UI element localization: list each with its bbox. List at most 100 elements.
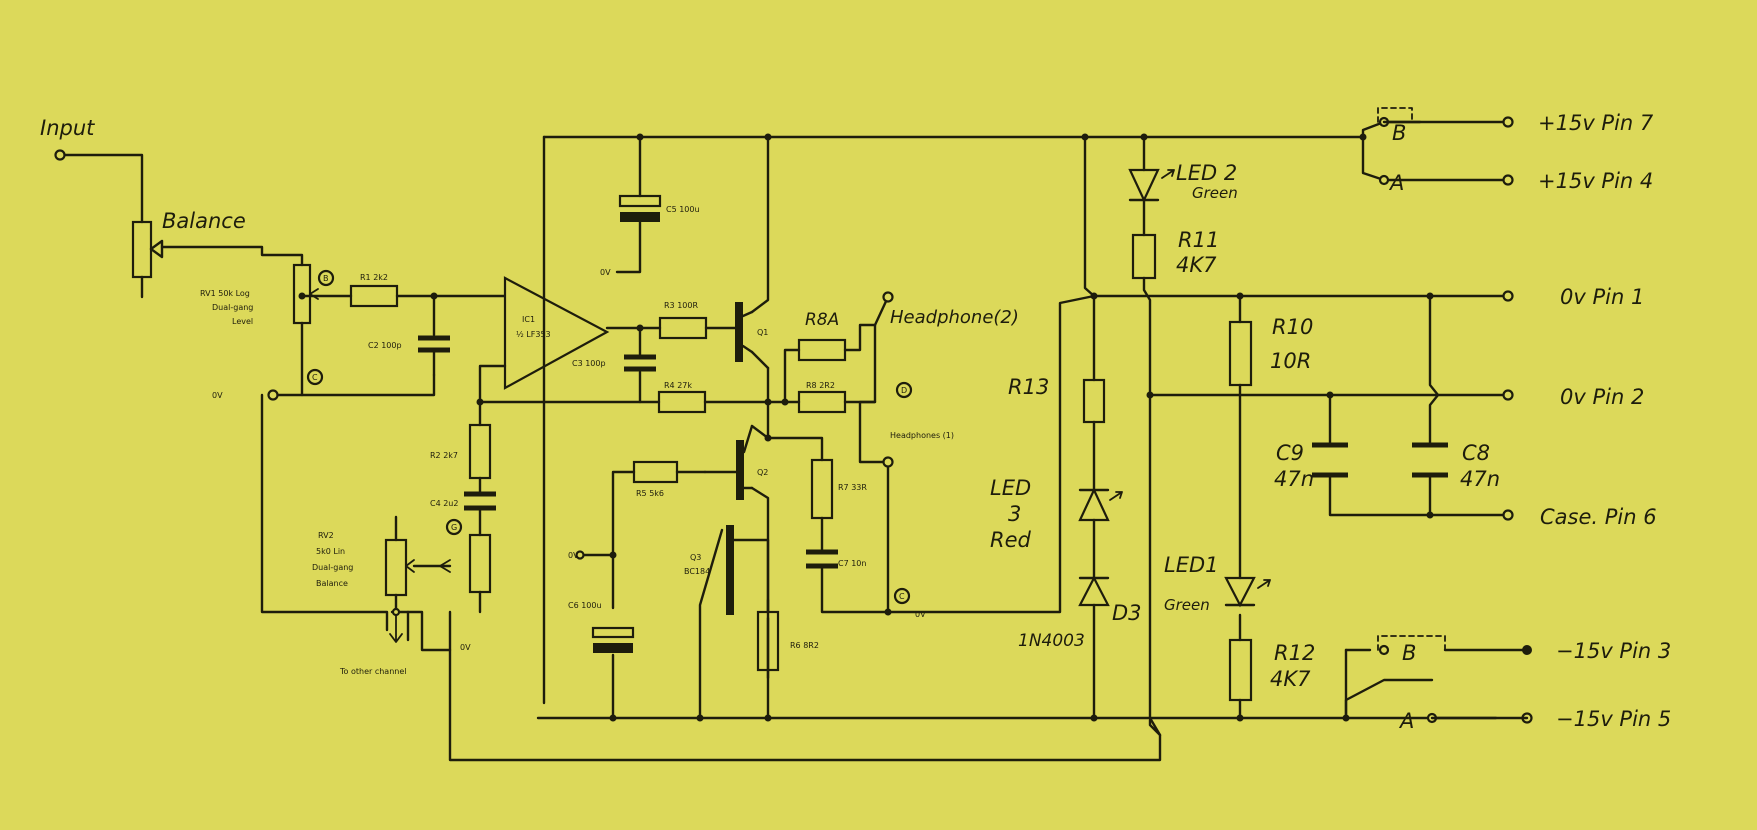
q2-transistor bbox=[703, 424, 754, 500]
switch-b-upper-label: B bbox=[1392, 121, 1406, 145]
r6-label: R6 8R2 bbox=[790, 641, 819, 650]
r4-resistor bbox=[657, 390, 707, 414]
node-c-label-out: C bbox=[899, 592, 905, 601]
c3-capacitor bbox=[624, 354, 656, 372]
q1-label: Q1 bbox=[757, 328, 768, 337]
r6-resistor bbox=[756, 610, 780, 672]
ic1-label-2: ½ LF353 bbox=[516, 330, 551, 339]
r8a-resistor bbox=[797, 338, 847, 362]
c5-label: C5 100u bbox=[666, 205, 700, 214]
r2-resistor bbox=[468, 423, 492, 480]
r5-resistor bbox=[632, 460, 679, 484]
led3-label-1: LED bbox=[990, 476, 1031, 500]
rv1-label-2: Dual-gang bbox=[212, 303, 253, 312]
d3-part-label: 1N4003 bbox=[1018, 631, 1085, 651]
r11-label-1: R11 bbox=[1178, 228, 1219, 252]
pin6-label: Case. Pin 6 bbox=[1540, 505, 1657, 529]
ic1-label-1: IC1 bbox=[522, 315, 535, 324]
node-b-label: B bbox=[323, 274, 329, 283]
q1-transistor bbox=[735, 302, 754, 362]
r7-resistor bbox=[810, 458, 834, 520]
c4-series-resistor bbox=[468, 533, 492, 594]
r12-label-1: R12 bbox=[1274, 641, 1315, 665]
c8-label-1: C8 bbox=[1462, 441, 1490, 465]
pin2-label: 0v Pin 2 bbox=[1560, 385, 1644, 409]
node-d-label: D bbox=[901, 386, 907, 395]
rv2-label-4: Balance bbox=[316, 579, 348, 588]
rv1-label-1: RV1 50k Log bbox=[200, 289, 250, 298]
rv1-label-3: Level bbox=[232, 317, 253, 326]
r5-label: R5 5k6 bbox=[636, 489, 664, 498]
r8-resistor bbox=[797, 390, 847, 414]
input-label: Input bbox=[40, 116, 95, 140]
rv2-label-1: RV2 bbox=[318, 531, 334, 540]
rv2-label-2: 5k0 Lin bbox=[316, 547, 345, 556]
rv2-label-3: Dual-gang bbox=[312, 563, 353, 572]
r13-resistor bbox=[1082, 378, 1106, 424]
r3-resistor bbox=[658, 316, 708, 340]
c2-capacitor bbox=[418, 335, 450, 377]
node-g-label: G bbox=[451, 523, 457, 532]
terminals bbox=[54, 116, 1533, 724]
c4-label: C4 2u2 bbox=[430, 499, 458, 508]
c8-label-2: 47n bbox=[1460, 467, 1500, 491]
pin3-label: −15v Pin 3 bbox=[1556, 639, 1671, 663]
r11-resistor bbox=[1131, 233, 1157, 280]
r1-label: R1 2k2 bbox=[360, 273, 388, 282]
q3-label-1: Q3 bbox=[690, 553, 701, 562]
c7-capacitor bbox=[806, 549, 838, 569]
switch-a-upper-label: A bbox=[1388, 171, 1404, 195]
to-other-channel-label: To other channel bbox=[339, 667, 406, 676]
headphones1-label: Headphones (1) bbox=[890, 431, 954, 440]
rv2-pot bbox=[384, 538, 451, 643]
led2-label-2: Green bbox=[1192, 184, 1238, 202]
r10-resistor bbox=[1228, 320, 1253, 387]
c6-capacitor bbox=[591, 626, 635, 653]
zero-v-label-input: 0V bbox=[212, 391, 223, 400]
led2-label-1: LED 2 bbox=[1176, 161, 1237, 185]
ic1-opamp bbox=[503, 276, 610, 390]
zero-v-label-rv2: 0V bbox=[460, 643, 471, 652]
rv1-pot bbox=[292, 263, 319, 325]
c9-label-2: 47n bbox=[1274, 467, 1314, 491]
r7-label: R7 33R bbox=[838, 483, 867, 492]
led2-diode bbox=[1128, 168, 1175, 203]
c9-capacitor bbox=[1312, 442, 1348, 478]
d3-label: D3 bbox=[1112, 601, 1142, 625]
balance-label: Balance bbox=[162, 209, 246, 233]
c8-capacitor bbox=[1412, 442, 1448, 478]
r10-label-2: 10R bbox=[1270, 349, 1311, 373]
r13-label: R13 bbox=[1008, 375, 1049, 399]
led1-label-1: LED1 bbox=[1164, 553, 1219, 577]
r4-label: R4 27k bbox=[664, 381, 692, 390]
r1-resistor bbox=[349, 284, 399, 308]
led3-label-2: 3 bbox=[1008, 502, 1021, 526]
q3-transistor bbox=[726, 525, 734, 615]
pin1-label: 0v Pin 1 bbox=[1560, 285, 1644, 309]
zero-v-label-out: 0V bbox=[915, 610, 926, 619]
c7-label: C7 10n bbox=[838, 559, 866, 568]
q3-label-2: BC184 bbox=[684, 567, 710, 576]
balance-pot bbox=[131, 220, 164, 279]
c2-label: C2 100p bbox=[368, 341, 402, 350]
pin7-label: +15v Pin 7 bbox=[1538, 111, 1654, 135]
c5-capacitor bbox=[618, 194, 662, 222]
r8a-label: R8A bbox=[805, 310, 839, 330]
r12-label-2: 4K7 bbox=[1270, 667, 1311, 691]
r8-label: R8 2R2 bbox=[806, 381, 835, 390]
switch-b-lower-label: B bbox=[1402, 641, 1416, 665]
r12-resistor bbox=[1228, 638, 1253, 702]
r10-label-1: R10 bbox=[1272, 315, 1313, 339]
switch-a-lower-label: A bbox=[1398, 709, 1414, 733]
zero-v-label-q2: 0V bbox=[568, 551, 579, 560]
labels: Input Balance RV1 50k Log Dual-gang Leve… bbox=[40, 111, 1671, 733]
c3-label: C3 100p bbox=[572, 359, 606, 368]
c4-capacitor bbox=[464, 491, 496, 511]
led1-label-2: Green bbox=[1164, 596, 1210, 614]
pin5-label: −15v Pin 5 bbox=[1556, 707, 1671, 731]
c6-label: C6 100u bbox=[568, 601, 602, 610]
wiring bbox=[58, 120, 1510, 762]
headphone2-label: Headphone(2) bbox=[890, 307, 1019, 328]
zero-v-label-c5: 0V bbox=[600, 268, 611, 277]
